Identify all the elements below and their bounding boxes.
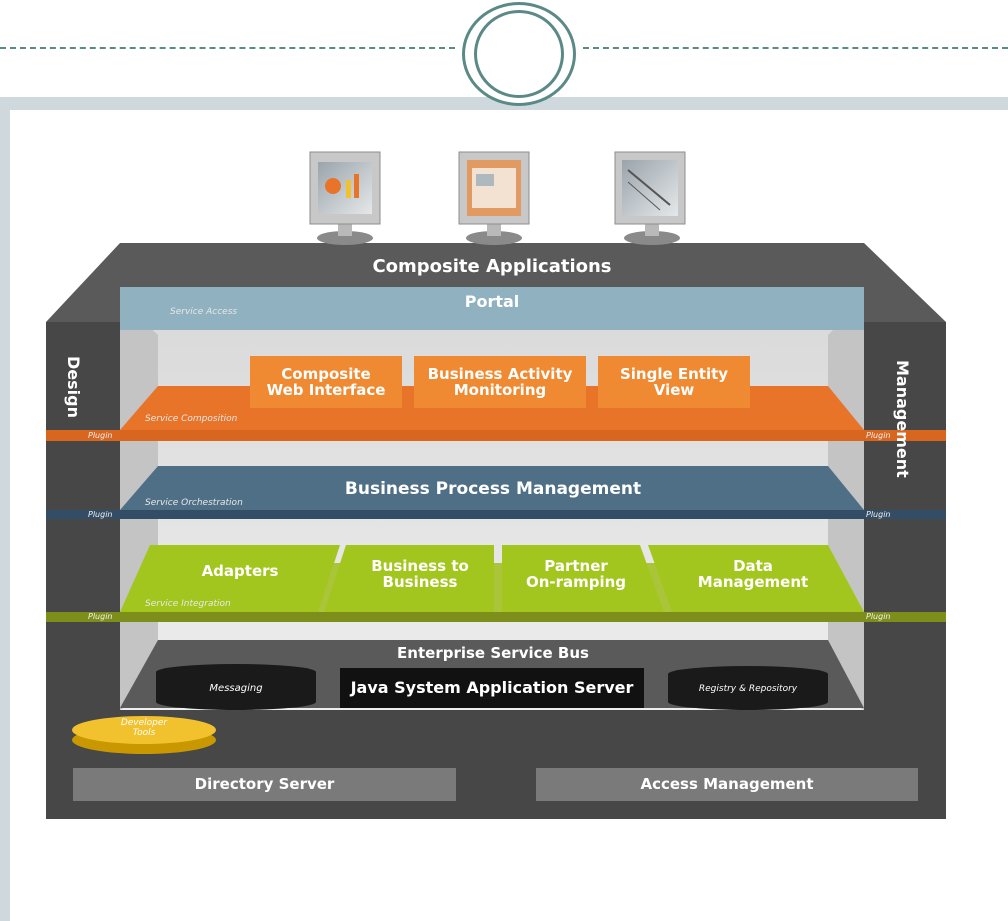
app-server-box [340,668,644,708]
box-line: Partner [544,556,608,575]
monitor-portal-icon [458,151,530,245]
app-server-label: Java System Application Server [350,678,634,698]
box-partner-on-ramping: Partner On-ramping [502,552,650,596]
access-management-bar [536,768,918,801]
box-line: Data [733,556,773,575]
service-integration-label: Service Integration [145,599,231,609]
box-bam-bg [414,356,586,408]
monitor-chart-icon [309,151,381,245]
box-line: On-ramping [525,573,627,591]
box-line: Tools [132,728,156,738]
service-orchestration-label: Service Orchestration [145,498,243,508]
composite-applications-title: Composite Applications [372,256,612,278]
header-dashed-line-right [583,47,1008,49]
service-composition-label: Service Composition [145,414,238,424]
portal-title: Portal [464,292,520,312]
bpm-layer [120,466,864,510]
design-label: Design [64,356,83,418]
plug-label: Plugin [866,510,891,519]
plug-label: Plugin [88,510,113,519]
box-adapters-bg [120,545,340,612]
box-line: Management [697,573,809,591]
box-business-to-business: Business to Business [340,552,500,596]
plug-label: Plugin [866,431,891,440]
header-circle-inner [474,10,564,98]
developer-tools-disk [72,716,216,744]
box-line: Business [382,573,458,591]
registry-label: Registry & Repository [698,684,798,695]
esb-title: Enterprise Service Bus [397,643,589,662]
box-line: Business to [371,556,469,575]
box-adapters: Adapters [201,561,279,580]
plug-label: Plugin [88,612,113,621]
box-line: View [653,381,695,399]
plug-label: Plugin [866,612,891,621]
registry-drum [668,666,828,710]
box-line: Monitoring [453,381,547,399]
box-composite-web-bg [250,356,402,408]
box-business-activity-monitoring: Business Activity Monitoring [414,356,586,408]
monitor-doc-icon [614,151,686,245]
box-entity-bg [598,356,750,408]
service-access-label: Service Access [170,307,238,317]
messaging-label: Messaging [209,682,263,694]
box-line: Composite [281,364,371,383]
messaging-drum [156,664,316,710]
integration-plug-band [46,612,946,622]
box-single-entity-view: Single Entity View [598,356,750,408]
bpm-title: Business Process Management [344,478,642,499]
box-line: Single Entity [619,364,729,383]
developer-tools-label: Developer Tools [90,714,198,744]
box-line: Web Interface [266,381,386,399]
box-composite-web-interface: Composite Web Interface [250,356,402,408]
box-line: Business Activity [427,364,573,383]
plug-label: Plugin [88,431,113,440]
box-partner-bg [502,545,664,612]
box-line: Developer [120,718,168,729]
management-label: Management [893,360,912,478]
header-dashed-line-left [0,47,455,49]
box-data-management: Data Management [660,552,846,596]
directory-server-label: Directory Server [194,775,335,794]
box-b2b-bg [324,545,494,612]
access-management-label: Access Management [640,775,814,794]
portal-layer [120,287,864,330]
bpm-plug-band [46,510,946,519]
composition-plug-band [46,430,946,441]
directory-server-bar [73,768,456,801]
box-data-bg [648,545,864,612]
